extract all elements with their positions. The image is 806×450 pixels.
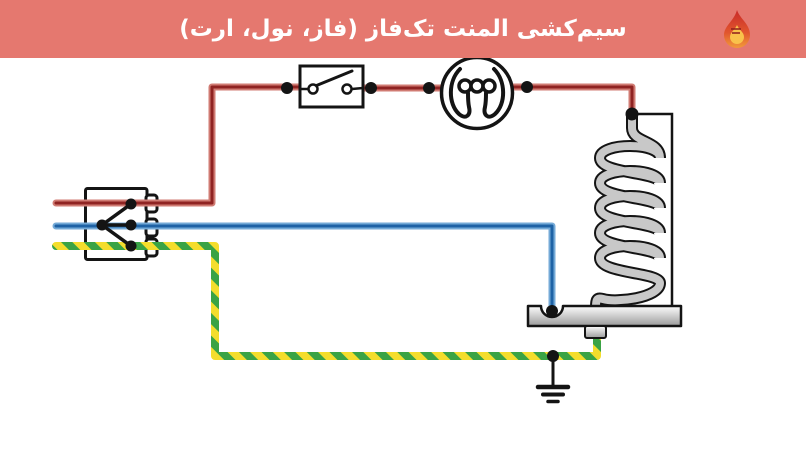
junction-dot [423,82,435,94]
element-mounting-plate [526,304,683,339]
terminal-block-junctions [96,198,137,252]
title-bar: سیم‌کشی المنت تک‌فاز (فاز، نول، ارت) [0,0,806,58]
junction-dot [125,240,137,252]
heating-element-coil [590,111,667,313]
page-title: سیم‌کشی المنت تک‌فاز (فاز، نول، ارت) [179,16,627,42]
single-pole-switch [298,64,365,109]
neutral-wire [52,222,556,313]
junction-dot [125,198,137,210]
junction-dot [547,350,559,362]
flame-logo-icon [724,10,750,48]
switch-contact [307,83,319,95]
flame-core [730,25,744,44]
element-winding-indicator [439,55,515,131]
neutral-terminal-dot [546,305,558,317]
brand-mark [731,28,741,34]
junction-dot [281,82,293,94]
junction-dot [365,82,377,94]
element-return-lead [634,112,674,306]
earth-ground-symbol [535,350,571,404]
junction-dot [521,81,533,93]
junction-dot [625,107,639,121]
junction-dot [125,219,137,231]
switch-lever [315,69,354,87]
switch-contact [341,83,353,95]
junction-dot [96,219,108,231]
earth-wire [52,242,601,360]
earth-stub [584,325,607,339]
